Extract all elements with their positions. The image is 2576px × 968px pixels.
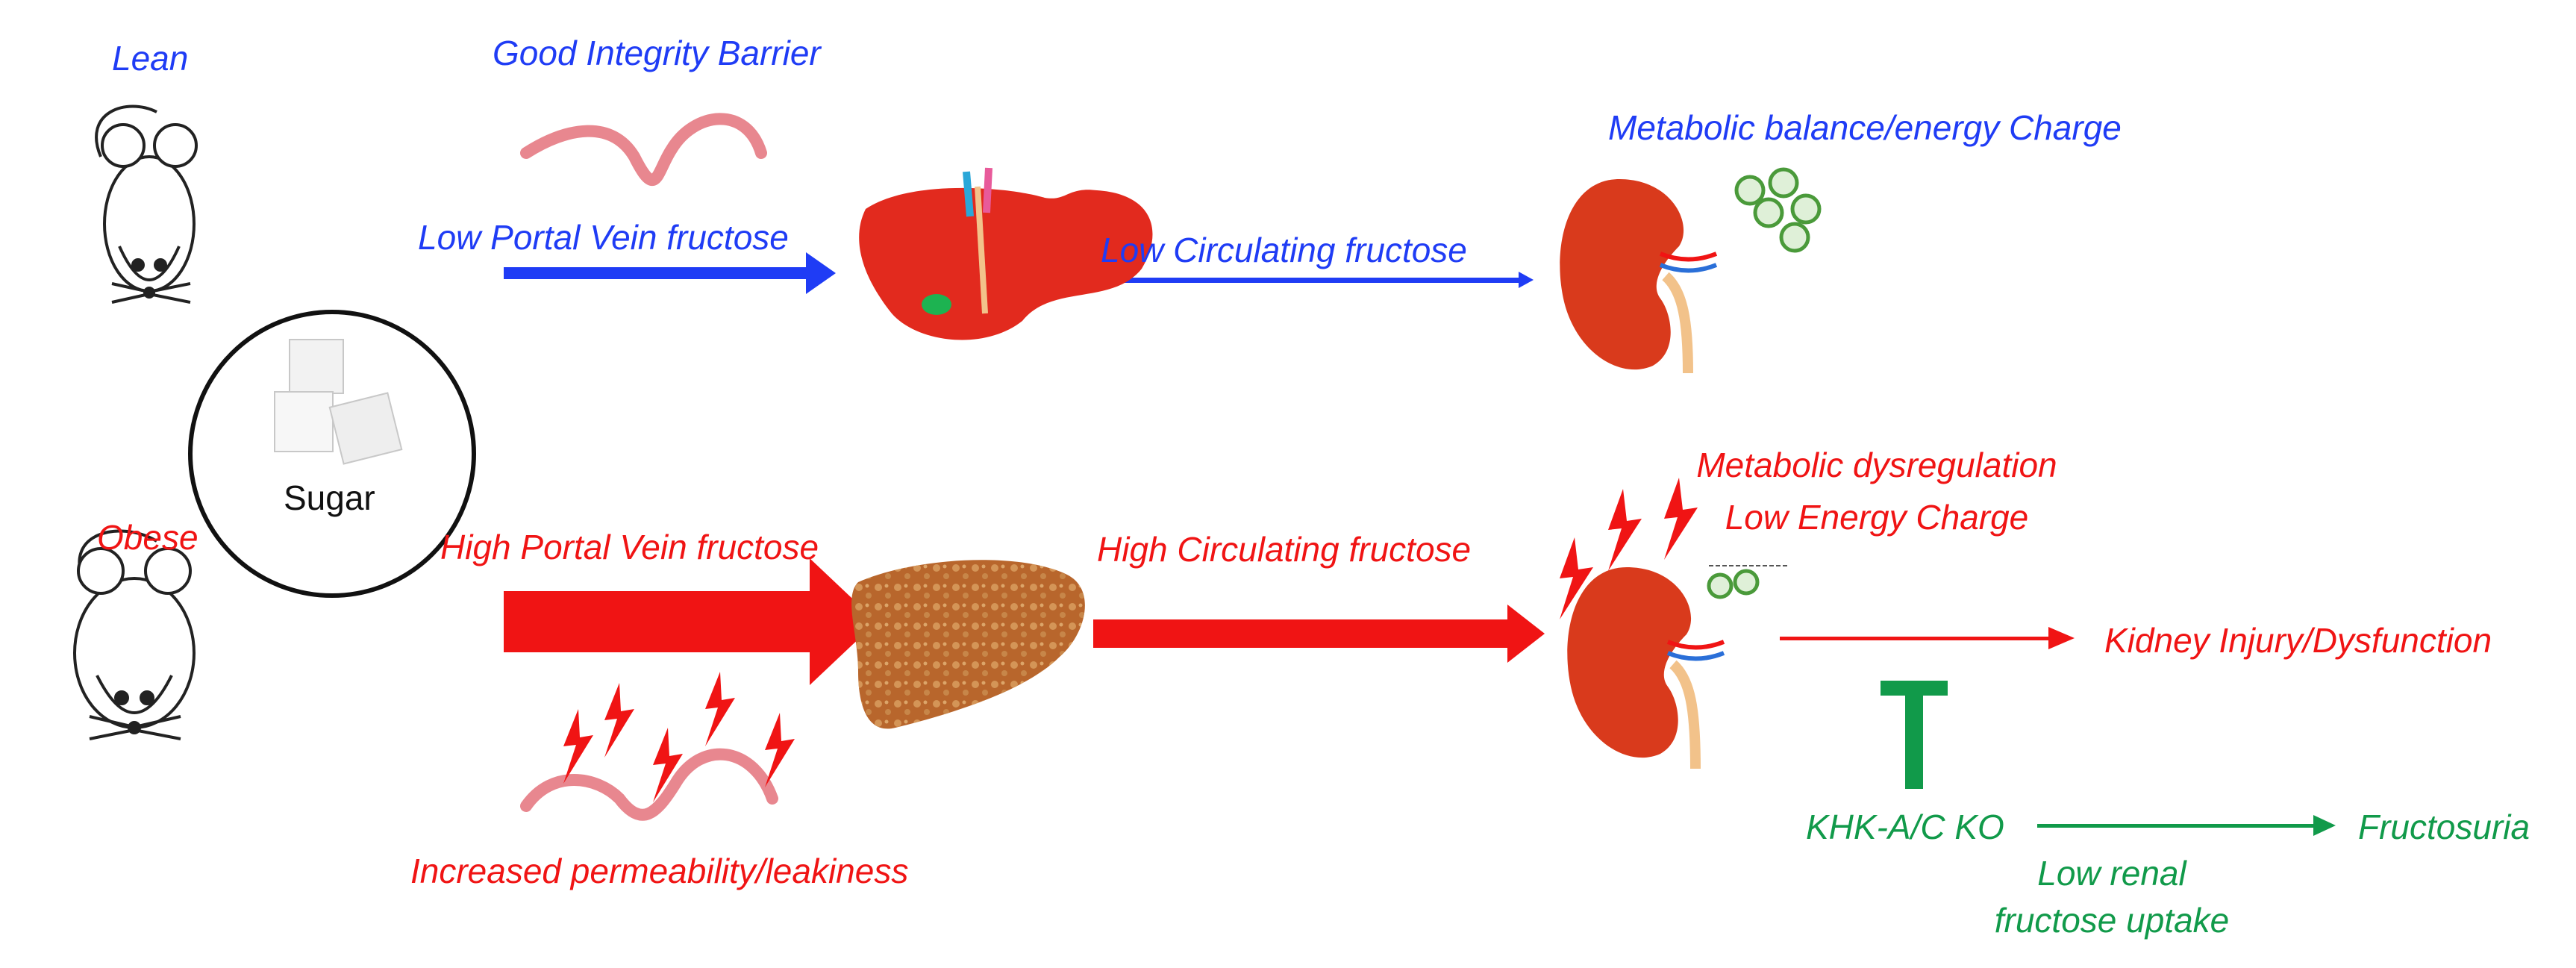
high-portal-arrow xyxy=(504,558,877,685)
sugar-circle xyxy=(188,310,476,598)
inhibition-bar-icon xyxy=(1881,681,1948,789)
low-portal-arrow xyxy=(504,252,836,294)
healthy-liver-icon xyxy=(859,167,1153,340)
low-renal-line1-label: Low renal xyxy=(2037,854,2186,893)
lean-label: Lean xyxy=(112,39,189,78)
injured-cells-icon xyxy=(1707,569,1760,599)
obese-label: Obese xyxy=(97,518,198,557)
sugar-cubes-icon xyxy=(274,339,403,465)
fructosuria-arrow xyxy=(2037,815,2336,836)
metabolic-balance-label: Metabolic balance/energy Charge xyxy=(1608,108,2122,147)
low-circulating-arrow xyxy=(1097,272,1534,288)
metabolic-dysregulation-label: Metabolic dysregulation xyxy=(1696,446,2057,484)
khk-ko-label: KHK-A/C KO xyxy=(1806,808,2004,846)
injured-kidney-icon xyxy=(1567,567,1725,769)
low-renal-line2-label: fructose uptake xyxy=(1994,901,2230,940)
obese-mouse-icon xyxy=(73,529,196,740)
fructosuria-label: Fructosuria xyxy=(2358,808,2530,846)
low-circulating-label: Low Circulating fructose xyxy=(1101,231,1467,269)
high-circulating-arrow xyxy=(1093,605,1545,663)
high-portal-label: High Portal Vein fructose xyxy=(440,528,819,566)
healthy-gut-icon xyxy=(520,113,767,186)
kidney-lightning-icon xyxy=(1560,478,1698,619)
high-circulating-label: High Circulating fructose xyxy=(1097,530,1472,569)
good-barrier-label: Good Integrity Barrier xyxy=(493,34,821,72)
healthy-kidney-icon xyxy=(1560,179,1718,374)
leaky-gut-icon xyxy=(520,748,778,821)
leaky-gut-lightning-icon xyxy=(563,672,795,802)
lean-mouse-icon xyxy=(95,104,198,304)
fatty-liver-icon xyxy=(851,560,1085,729)
kidney-injury-arrow xyxy=(1780,627,2075,649)
healthy-cells-icon xyxy=(1734,167,1822,253)
sugar-label: Sugar xyxy=(284,478,375,517)
increased-permeability-label: Increased permeability/leakiness xyxy=(410,852,909,890)
low-energy-label: Low Energy Charge xyxy=(1725,498,2029,537)
kidney-injury-label: Kidney Injury/Dysfunction xyxy=(2104,621,2492,660)
low-portal-label: Low Portal Vein fructose xyxy=(418,218,789,257)
